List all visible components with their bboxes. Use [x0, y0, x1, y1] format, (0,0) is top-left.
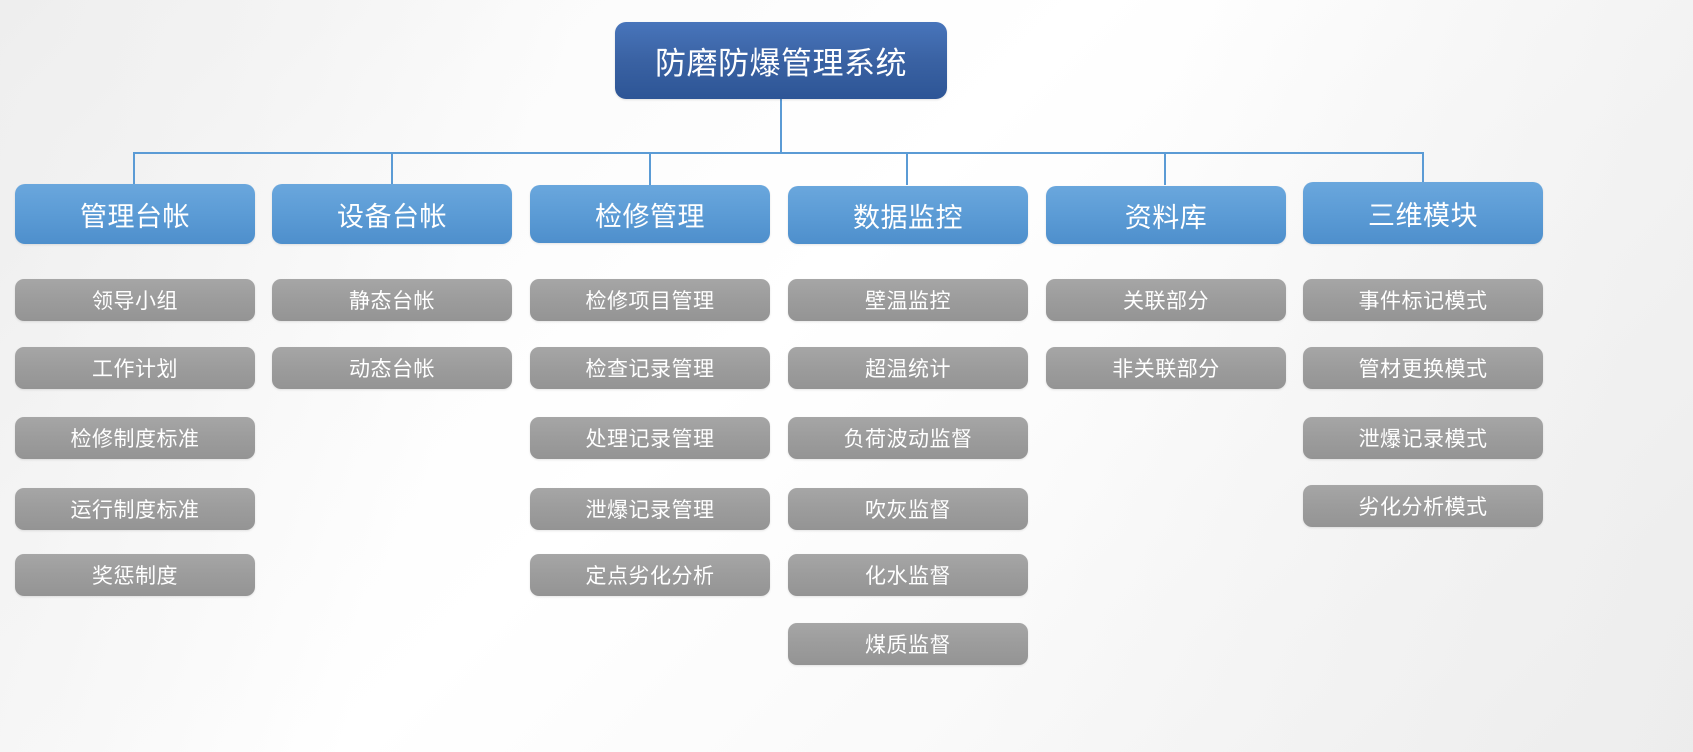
connector-drop-6 [1422, 152, 1424, 185]
leaf-node[interactable]: 泄爆记录管理 [530, 488, 770, 530]
leaf-node[interactable]: 泄爆记录模式 [1303, 417, 1543, 459]
leaf-node-label: 管材更换模式 [1358, 358, 1488, 381]
leaf-node-label: 静态台帐 [349, 290, 435, 313]
branch-node-label: 数据监控 [853, 202, 963, 233]
leaf-node-label: 泄爆记录模式 [1358, 428, 1488, 451]
connector-horizontal-bus [134, 152, 1424, 154]
connector-root-stem [780, 99, 782, 153]
branch-node-label: 管理台帐 [80, 201, 190, 232]
leaf-node[interactable]: 检修项目管理 [530, 279, 770, 321]
leaf-node-label: 泄爆记录管理 [585, 499, 715, 522]
leaf-node[interactable]: 动态台帐 [272, 347, 512, 389]
leaf-node-label: 关联部分 [1123, 290, 1209, 313]
leaf-node[interactable]: 奖惩制度 [15, 554, 255, 596]
leaf-node[interactable]: 检修制度标准 [15, 417, 255, 459]
leaf-node[interactable]: 负荷波动监督 [788, 417, 1028, 459]
leaf-node[interactable]: 领导小组 [15, 279, 255, 321]
leaf-node-label: 处理记录管理 [585, 428, 715, 451]
leaf-node-label: 劣化分析模式 [1358, 496, 1488, 519]
leaf-node[interactable]: 煤质监督 [788, 623, 1028, 665]
leaf-node[interactable]: 化水监督 [788, 554, 1028, 596]
leaf-node-label: 壁温监控 [865, 290, 951, 313]
leaf-node-label: 煤质监督 [865, 634, 951, 657]
connector-drop-2 [391, 152, 393, 185]
branch-node-检修管理[interactable]: 检修管理 [530, 185, 770, 243]
leaf-node[interactable]: 超温统计 [788, 347, 1028, 389]
leaf-node[interactable]: 检查记录管理 [530, 347, 770, 389]
branch-node-label: 资料库 [1124, 202, 1208, 233]
leaf-node[interactable]: 定点劣化分析 [530, 554, 770, 596]
leaf-node-label: 奖惩制度 [92, 565, 178, 588]
leaf-node[interactable]: 壁温监控 [788, 279, 1028, 321]
leaf-node[interactable]: 非关联部分 [1046, 347, 1286, 389]
connector-drop-3 [649, 152, 651, 185]
connector-drop-4 [906, 152, 908, 185]
branch-node-设备台帐[interactable]: 设备台帐 [272, 184, 512, 244]
leaf-node-label: 事件标记模式 [1358, 290, 1488, 313]
leaf-node-label: 超温统计 [865, 358, 951, 381]
leaf-node-label: 运行制度标准 [70, 499, 200, 522]
leaf-node[interactable]: 劣化分析模式 [1303, 485, 1543, 527]
leaf-node-label: 非关联部分 [1112, 358, 1220, 381]
branch-node-管理台帐[interactable]: 管理台帐 [15, 184, 255, 244]
leaf-node[interactable]: 工作计划 [15, 347, 255, 389]
leaf-node[interactable]: 处理记录管理 [530, 417, 770, 459]
leaf-node-label: 定点劣化分析 [585, 565, 715, 588]
leaf-node-label: 工作计划 [92, 358, 178, 381]
leaf-node[interactable]: 吹灰监督 [788, 488, 1028, 530]
leaf-node-label: 动态台帐 [349, 358, 435, 381]
root-node[interactable]: 防磨防爆管理系统 [615, 22, 947, 99]
connector-drop-1 [133, 152, 135, 185]
leaf-node[interactable]: 关联部分 [1046, 279, 1286, 321]
root-node-label: 防磨防爆管理系统 [655, 46, 907, 81]
leaf-node[interactable]: 管材更换模式 [1303, 347, 1543, 389]
leaf-node-label: 吹灰监督 [865, 499, 951, 522]
leaf-node-label: 领导小组 [92, 290, 178, 313]
connector-drop-5 [1164, 152, 1166, 185]
leaf-node-label: 检查记录管理 [585, 358, 715, 381]
branch-node-label: 设备台帐 [337, 201, 447, 232]
leaf-node-label: 检修制度标准 [70, 428, 200, 451]
branch-node-label: 三维模块 [1368, 200, 1478, 231]
branch-node-资料库[interactable]: 资料库 [1046, 186, 1286, 244]
branch-node-三维模块[interactable]: 三维模块 [1303, 182, 1543, 244]
leaf-node-label: 负荷波动监督 [843, 428, 973, 451]
branch-node-数据监控[interactable]: 数据监控 [788, 186, 1028, 244]
branch-node-label: 检修管理 [595, 201, 705, 232]
leaf-node[interactable]: 事件标记模式 [1303, 279, 1543, 321]
leaf-node[interactable]: 静态台帐 [272, 279, 512, 321]
leaf-node-label: 检修项目管理 [585, 290, 715, 313]
leaf-node-label: 化水监督 [865, 565, 951, 588]
leaf-node[interactable]: 运行制度标准 [15, 488, 255, 530]
